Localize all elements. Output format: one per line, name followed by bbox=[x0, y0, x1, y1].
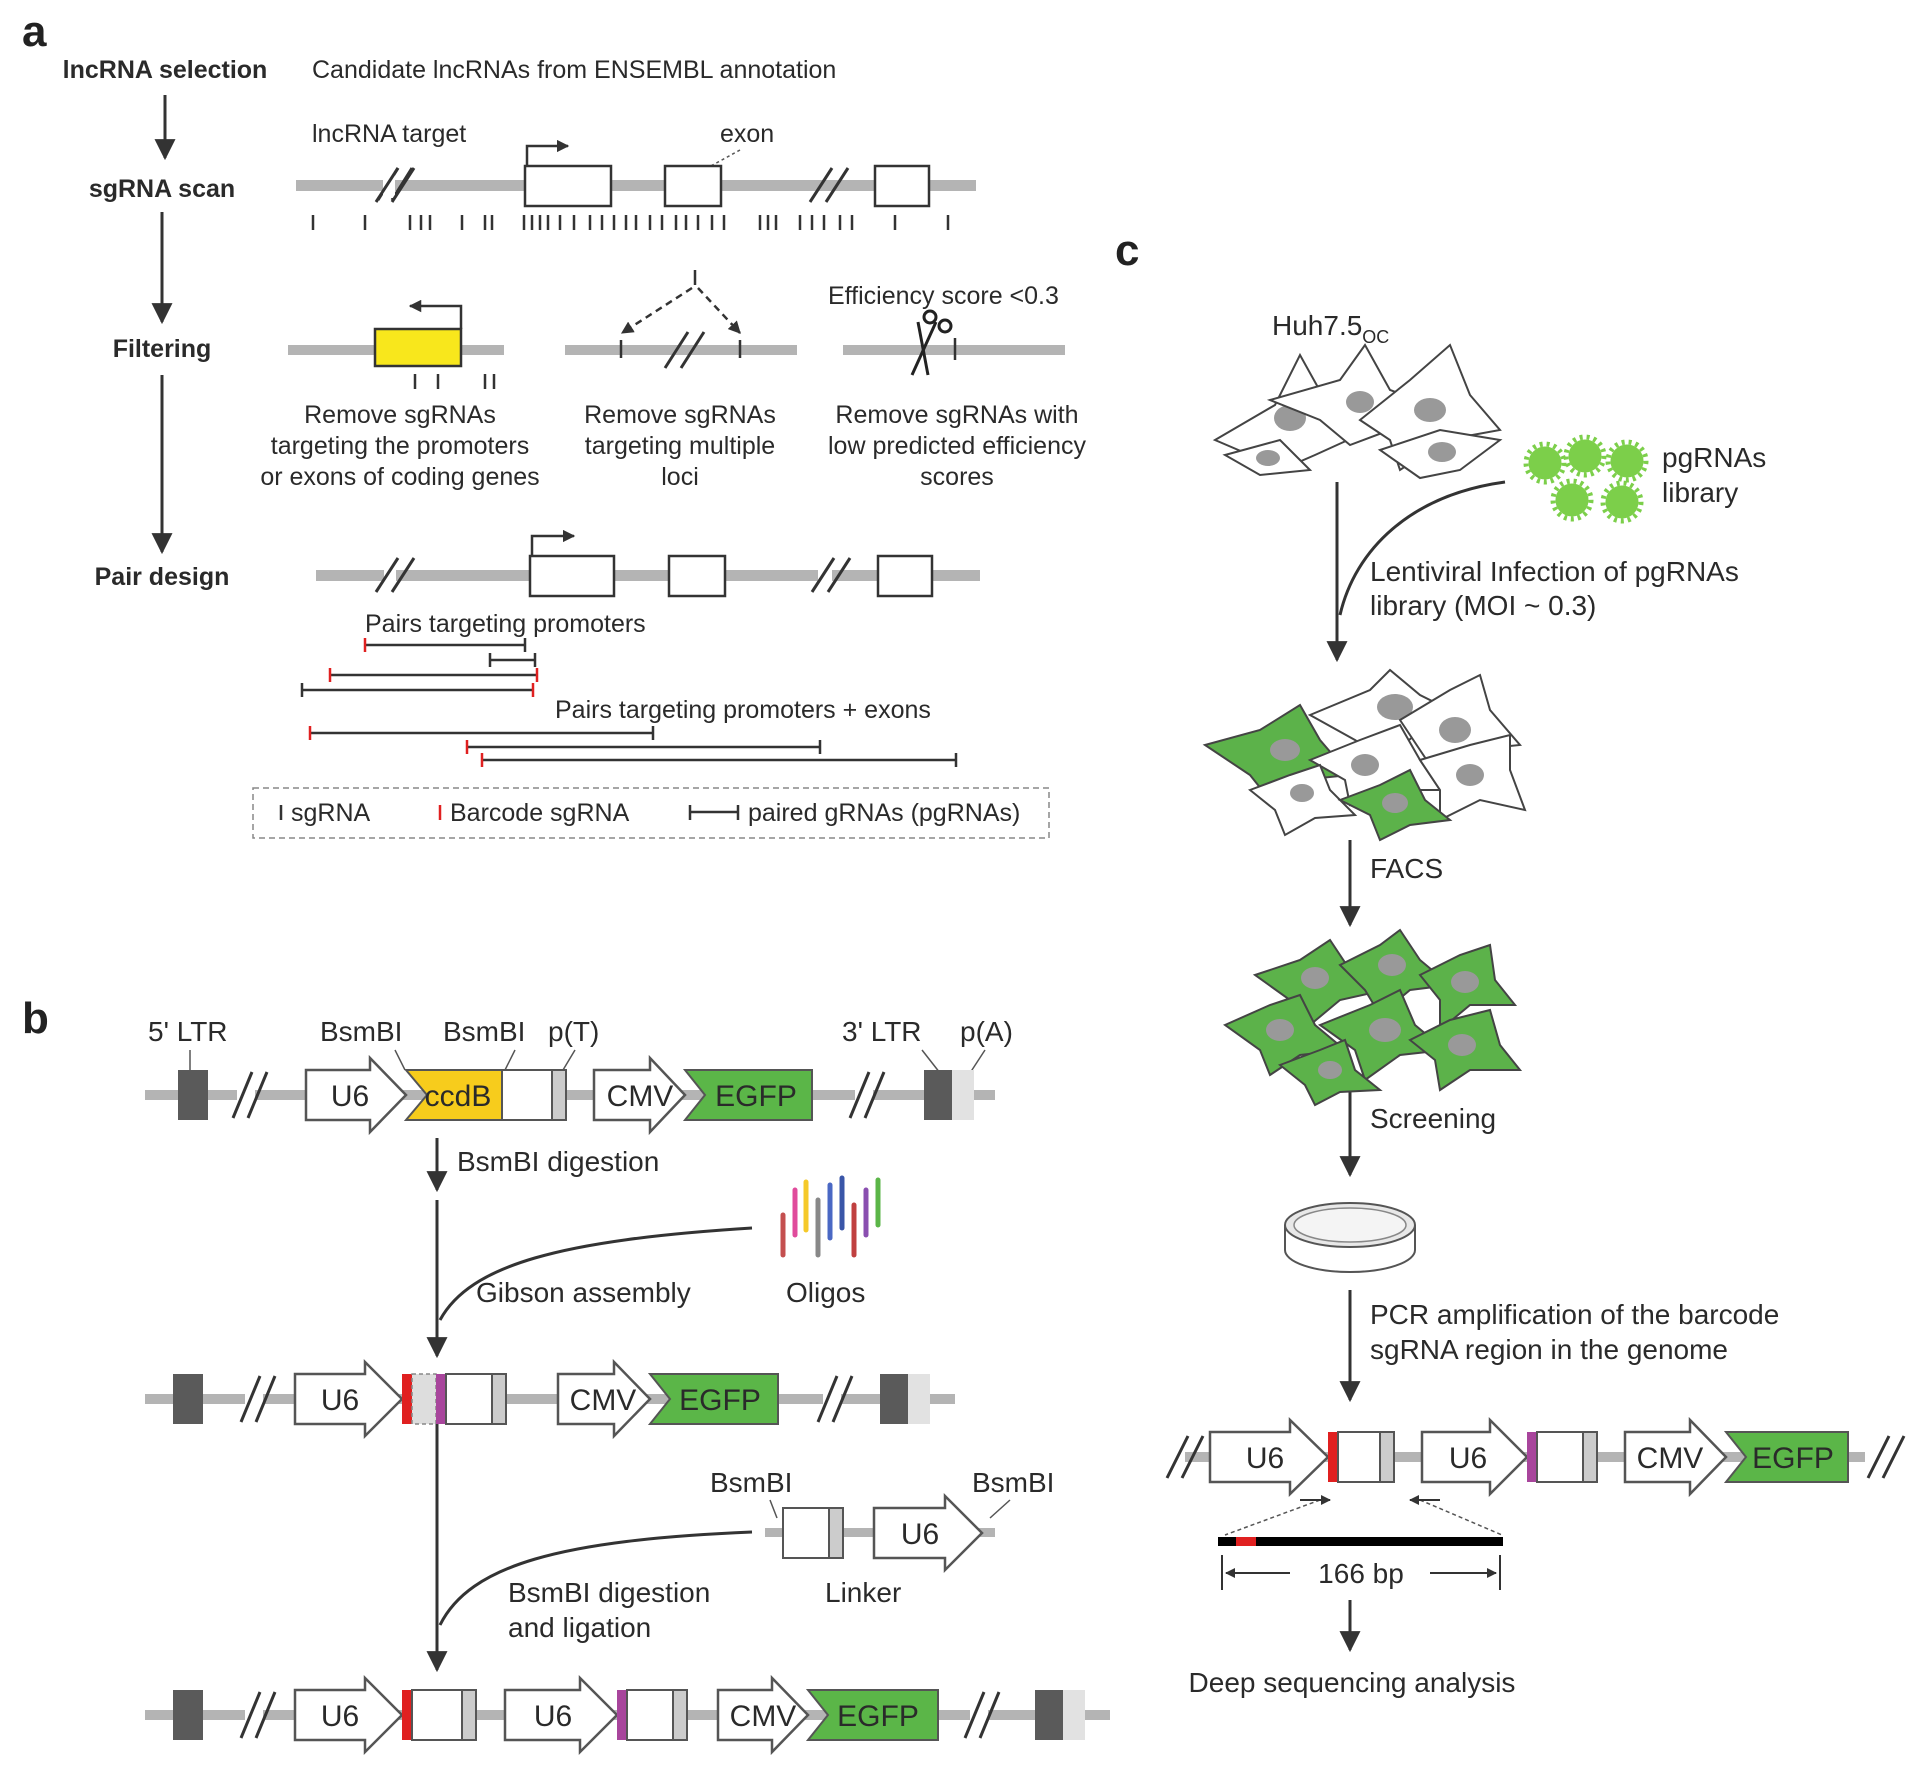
pa-label: p(A) bbox=[960, 1016, 1013, 1047]
filter2-line3: loci bbox=[661, 463, 699, 491]
panel-c-label: c bbox=[1115, 226, 1139, 275]
digestion-ligation-line1: BsmBI digestion bbox=[508, 1577, 710, 1608]
egfp-label-v3: EGFP bbox=[837, 1700, 919, 1733]
legend-sgrna: sgRNA bbox=[291, 799, 371, 827]
filter-multiloci-illustration bbox=[565, 270, 797, 369]
panel-c-arrows bbox=[1326, 480, 1506, 1653]
genome-u6-label-1: U6 bbox=[1246, 1442, 1284, 1475]
linker-bsmbi-left: BsmBI bbox=[710, 1467, 792, 1498]
sgrna-ticks bbox=[311, 215, 950, 230]
vector-3: U6 U6 CMV EGFP bbox=[145, 1674, 1110, 1756]
pt-label: p(T) bbox=[548, 1016, 599, 1047]
genome-egfp-label: EGFP bbox=[1752, 1442, 1834, 1475]
linker-label: Linker bbox=[825, 1577, 901, 1608]
cmv-label-v3: CMV bbox=[730, 1700, 797, 1733]
filter3-line2: low predicted efficiency bbox=[828, 432, 1087, 460]
vector-annotations: 5' LTR BsmBI BsmBI p(T) 3' LTR p(A) bbox=[148, 1016, 1013, 1047]
cells-mixed bbox=[1202, 668, 1527, 842]
pairs-promoters-exons-label: Pairs targeting promoters + exons bbox=[555, 696, 931, 724]
filter2-line2: targeting multiple bbox=[585, 432, 775, 460]
panel-c: c Huh7.5OC pgRNAs library bbox=[1115, 226, 1906, 1698]
legend-paired: paired gRNAs (pgRNAs) bbox=[748, 799, 1020, 827]
u6-label-v3b: U6 bbox=[534, 1700, 572, 1733]
filter1-line3: or exons of coding genes bbox=[260, 463, 539, 491]
scan-gene-track: lncRNA target exon bbox=[296, 120, 976, 230]
panel-a-legend: sgRNA Barcode sgRNA paired gRNAs (pgRNAs… bbox=[252, 787, 1050, 839]
egfp-label-v2: EGFP bbox=[679, 1384, 761, 1417]
deep-seq-label: Deep sequencing analysis bbox=[1189, 1667, 1516, 1698]
gibson-label: Gibson assembly bbox=[476, 1277, 691, 1308]
ltr3-label: 3' LTR bbox=[842, 1016, 922, 1047]
ltr5-label: 5' LTR bbox=[148, 1016, 228, 1047]
u6-label-v1: U6 bbox=[331, 1080, 369, 1113]
step-sgrna-scan: sgRNA scan bbox=[89, 175, 235, 203]
genome-construct: U6 U6 CMV EGFP bbox=[1165, 1416, 1906, 1498]
facs-label: FACS bbox=[1370, 853, 1443, 884]
egfp-label-v1: EGFP bbox=[715, 1080, 797, 1113]
filter1-line1: Remove sgRNAs bbox=[304, 401, 496, 429]
step-pair-design: Pair design bbox=[95, 563, 230, 591]
amplicon: 166 bp bbox=[1218, 1495, 1503, 1590]
oligos-icon bbox=[780, 1175, 881, 1258]
petri-dish-icon bbox=[1284, 1202, 1416, 1273]
pcr-line2: sgRNA region in the genome bbox=[1370, 1334, 1728, 1365]
amplicon-length: 166 bp bbox=[1318, 1558, 1404, 1589]
linker-bsmbi-right: BsmBI bbox=[972, 1467, 1054, 1498]
library-line2: library bbox=[1662, 477, 1738, 508]
vector-2: U6 CMV EGFP bbox=[145, 1358, 955, 1440]
panel-a-label: a bbox=[22, 7, 47, 56]
step-lncrna-selection: lncRNA selection bbox=[63, 56, 268, 84]
panel-b-label: b bbox=[22, 994, 49, 1043]
screening-label: Screening bbox=[1370, 1103, 1496, 1134]
filter-promoter-illustration bbox=[288, 299, 504, 389]
genome-cmv-label: CMV bbox=[1637, 1442, 1704, 1475]
pairs-promoters-label: Pairs targeting promoters bbox=[365, 610, 646, 638]
legend-barcode: Barcode sgRNA bbox=[450, 799, 630, 827]
vector-1: U6 ccdB CMV EGFP bbox=[145, 1054, 995, 1136]
cmv-label-v2: CMV bbox=[570, 1384, 637, 1417]
candidate-text: Candidate lncRNAs from ENSEMBL annotatio… bbox=[312, 56, 836, 84]
u6-label-v3a: U6 bbox=[321, 1700, 359, 1733]
panel-b-arrows bbox=[426, 1138, 753, 1673]
cells-sorted bbox=[1222, 928, 1523, 1107]
bsmbi-label-2: BsmBI bbox=[443, 1016, 525, 1047]
efficiency-label: Efficiency score <0.3 bbox=[828, 282, 1059, 310]
step-filtering: Filtering bbox=[113, 335, 212, 363]
cells-uninfected bbox=[1212, 343, 1503, 480]
virus-icon bbox=[1523, 434, 1649, 524]
scissors-icon bbox=[910, 309, 953, 376]
panel-b: b 5' LTR BsmBI BsmBI p(T) 3' LTR p(A) U6 bbox=[22, 994, 1110, 1756]
linker-construct: BsmBI BsmBI U6 Linker bbox=[710, 1467, 1054, 1608]
genome-u6-label-2: U6 bbox=[1449, 1442, 1487, 1475]
bsmbi-digestion-label: BsmBI digestion bbox=[457, 1146, 659, 1177]
step-arrows bbox=[151, 95, 176, 555]
pcr-line1: PCR amplification of the barcode bbox=[1370, 1299, 1779, 1330]
filter-efficiency-illustration: Efficiency score <0.3 bbox=[828, 282, 1065, 376]
filter-captions: Remove sgRNAs targeting the promoters or… bbox=[260, 401, 1086, 491]
annotation-leaders bbox=[189, 1049, 986, 1074]
library-line1: pgRNAs bbox=[1662, 442, 1766, 473]
cmv-label-v1: CMV bbox=[607, 1080, 674, 1113]
infection-line2: library (MOI ~ 0.3) bbox=[1370, 590, 1596, 621]
pgrna-pairs bbox=[300, 638, 958, 767]
codb-label: ccdB bbox=[425, 1080, 492, 1113]
oligos-label: Oligos bbox=[786, 1277, 865, 1308]
bsmbi-label-1: BsmBI bbox=[320, 1016, 402, 1047]
pair-design-track bbox=[316, 529, 980, 598]
filter3-line3: scores bbox=[920, 463, 994, 491]
digestion-ligation-line2: and ligation bbox=[508, 1612, 651, 1643]
filter3-line1: Remove sgRNAs with bbox=[835, 401, 1078, 429]
lncrna-target-label: lncRNA target bbox=[312, 120, 466, 148]
panel-a: a lncRNA selection sgRNA scan Filtering … bbox=[22, 7, 1087, 839]
linker-u6-label: U6 bbox=[901, 1518, 939, 1551]
infection-line1: Lentiviral Infection of pgRNAs bbox=[1370, 556, 1739, 587]
cell-line-label: Huh7.5OC bbox=[1272, 310, 1389, 347]
u6-label-v2: U6 bbox=[321, 1384, 359, 1417]
exon-label: exon bbox=[720, 120, 774, 148]
filter2-line1: Remove sgRNAs bbox=[584, 401, 776, 429]
filter1-line2: targeting the promoters bbox=[271, 432, 529, 460]
